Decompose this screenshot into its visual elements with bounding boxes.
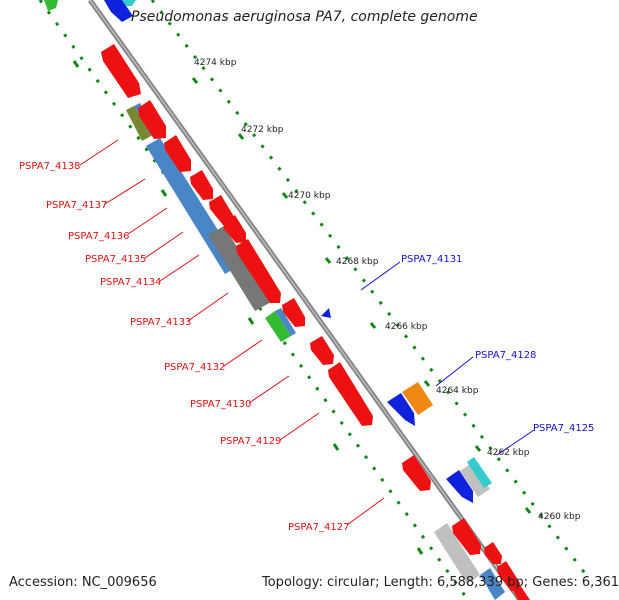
gene-forward[interactable] — [484, 542, 502, 564]
genome-backbone-highlight — [89, 0, 521, 600]
scale-label: 4268 kbp — [336, 257, 379, 267]
scale-ticks — [191, 77, 532, 514]
forward-genes — [101, 44, 530, 600]
gene-label-pspa7-4129[interactable]: PSPA7_4129 — [220, 436, 281, 447]
scale-label: 4272 kbp — [241, 125, 284, 135]
green-feature-4132 — [265, 311, 291, 342]
light-gray-feature — [434, 523, 480, 584]
gene-label-pspa7-4138[interactable]: PSPA7_4138 — [19, 161, 80, 172]
gray-feature-block — [208, 226, 271, 311]
gene-pspa7-4131[interactable] — [321, 308, 331, 318]
inner-scale-ticks — [72, 60, 424, 555]
genome-summary: Topology: circular; Length: 6,588,339 bp… — [262, 575, 619, 590]
genome-map: 4274 kbp 4272 kbp 4270 kbp 4268 kbp 4266… — [19, 0, 594, 600]
gene-label-pspa7-4135[interactable]: PSPA7_4135 — [85, 254, 146, 265]
scale-label: 4274 kbp — [194, 58, 237, 68]
reverse-leader-lines — [360, 261, 535, 456]
gene-forward[interactable] — [402, 455, 431, 491]
cyan-feature-top — [122, 0, 136, 6]
scale-labels: 4274 kbp 4272 kbp 4270 kbp 4268 kbp 4266… — [194, 58, 581, 522]
cyan-feature-4125 — [467, 457, 492, 488]
gene-forward[interactable] — [236, 239, 281, 303]
scale-label: 4260 kbp — [538, 512, 581, 522]
gene-label-pspa7-4132[interactable]: PSPA7_4132 — [164, 362, 225, 373]
gene-label-pspa7-4125[interactable]: PSPA7_4125 — [533, 423, 594, 434]
gene-forward[interactable] — [138, 100, 166, 139]
orange-feature — [402, 382, 433, 415]
gene-forward[interactable] — [101, 44, 141, 98]
scale-label: 4264 kbp — [436, 386, 479, 396]
gene-label-pspa7-4136[interactable]: PSPA7_4136 — [68, 231, 129, 242]
gene-forward[interactable] — [452, 518, 481, 555]
gene-label-pspa7-4128[interactable]: PSPA7_4128 — [475, 350, 536, 361]
gene-forward[interactable] — [190, 170, 213, 200]
forward-leader-lines — [79, 139, 385, 526]
gene-label-pspa7-4127[interactable]: PSPA7_4127 — [288, 522, 349, 533]
gene-forward[interactable] — [164, 135, 191, 172]
blue-feature-4132 — [275, 308, 296, 336]
olive-feature — [126, 106, 151, 141]
gene-forward[interactable] — [328, 362, 373, 426]
gene-pspa7-4125[interactable] — [446, 470, 473, 503]
gene-forward[interactable] — [282, 298, 305, 327]
gene-label-pspa7-4130[interactable]: PSPA7_4130 — [190, 399, 251, 410]
scale-label: 4266 kbp — [385, 322, 428, 332]
scale-label: 4270 kbp — [288, 191, 331, 201]
genome-title: Pseudomonas aeruginosa PA7, complete gen… — [131, 9, 478, 25]
gene-label-pspa7-4133[interactable]: PSPA7_4133 — [130, 317, 191, 328]
outer-tick-track — [150, 0, 592, 581]
reverse-genes — [321, 308, 473, 503]
gene-label-pspa7-4137[interactable]: PSPA7_4137 — [46, 200, 107, 211]
gene-pspa7-4128[interactable] — [387, 393, 415, 426]
gene-forward[interactable] — [310, 336, 334, 365]
green-feature-top — [44, 0, 58, 11]
gene-label-pspa7-4134[interactable]: PSPA7_4134 — [100, 277, 161, 288]
scale-label: 4262 kbp — [487, 448, 530, 458]
gene-forward[interactable] — [497, 561, 520, 591]
gene-forward[interactable] — [223, 215, 246, 243]
light-gray-feature-4125 — [460, 463, 490, 497]
gene-forward[interactable] — [513, 585, 530, 600]
gene-forward[interactable] — [209, 195, 233, 225]
accession-label: Accession: NC_009656 — [9, 575, 157, 590]
gene-label-pspa7-4131[interactable]: PSPA7_4131 — [401, 254, 462, 265]
blue-feature-bottom — [480, 568, 505, 600]
